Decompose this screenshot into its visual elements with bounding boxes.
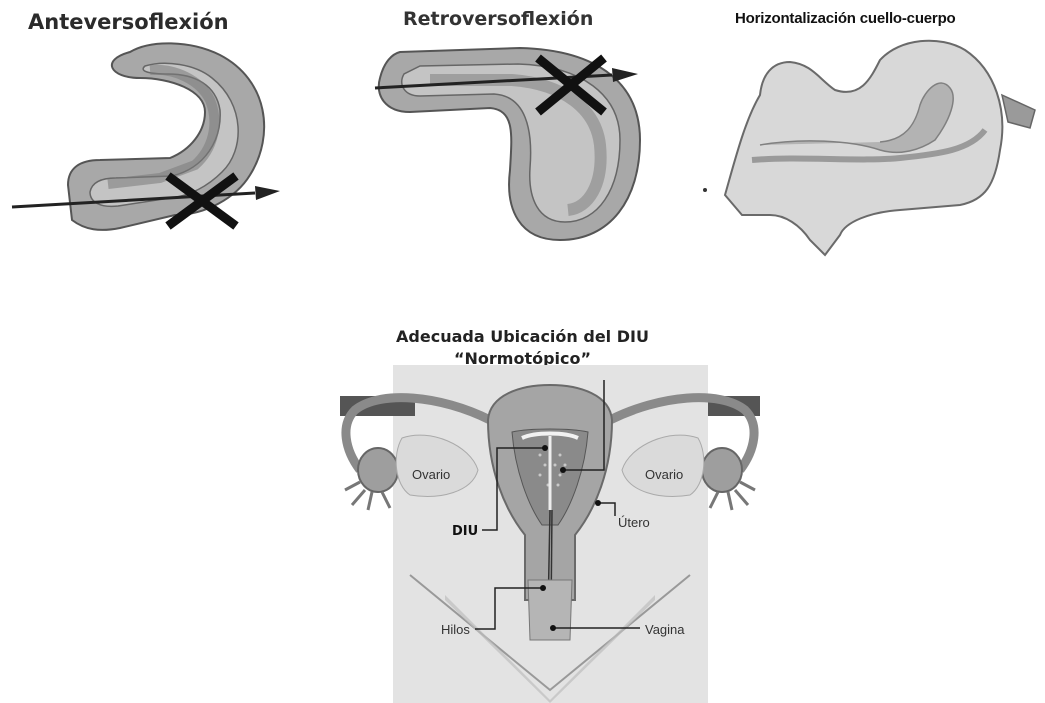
label-vagina: Vagina — [645, 622, 685, 637]
label-diu: DIU — [452, 524, 478, 539]
label-ovario-right: Ovario — [645, 467, 683, 482]
label-hilos: Hilos — [441, 622, 470, 637]
label-ovario-left: Ovario — [412, 467, 450, 482]
label-utero: Útero — [618, 515, 650, 530]
